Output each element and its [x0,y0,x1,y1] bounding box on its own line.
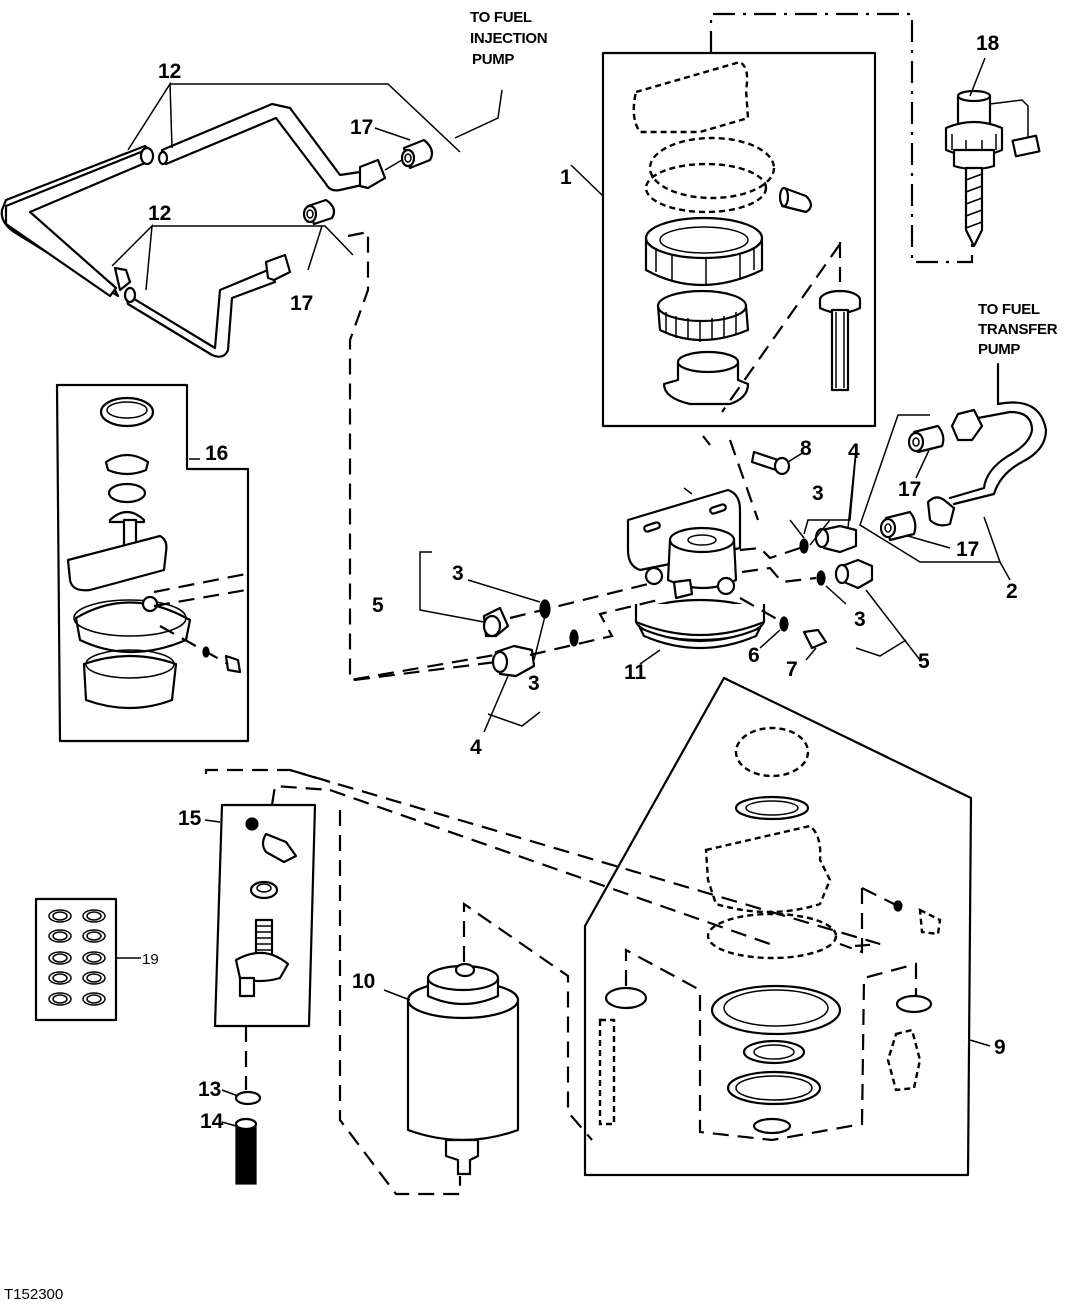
callout-16: 16 [205,442,228,465]
note-injection-pump: TO FUEL INJECTION PUMP [470,9,551,68]
callout-3-right-upper: 3 [812,482,824,505]
bolt-8 [750,450,791,476]
callout-3-left-upper: 3 [452,562,464,585]
box1-float-pin [818,289,862,392]
washer-3-left-lower [569,629,579,647]
ferrule-17-upper [400,138,434,170]
box1-bowl-cap [656,289,750,342]
figure-id: T152300 [4,1286,63,1303]
callout-17-right-upper: 17 [898,478,921,501]
box1-ghost-head [632,60,776,214]
fitting-4-left [491,644,536,678]
callout-1: 1 [560,166,572,189]
callout-5-left: 5 [372,594,384,617]
plug-5-left [482,606,510,638]
callout-9: 9 [994,1036,1006,1059]
kit-box-19 [34,897,118,1022]
callout-7: 7 [786,658,798,681]
callout-14: 14 [200,1110,224,1133]
callout-12-lower: 12 [148,202,171,225]
ferrule-17-right-upper [907,424,945,454]
box1-retaining-ring [644,216,764,287]
callout-2: 2 [1006,580,1018,603]
fuel-line-upper [0,102,403,298]
ferrule-17-lower [302,198,336,226]
callout-8: 8 [800,437,812,460]
fuel-line-lower [113,253,292,358]
kit16-parts [66,396,242,710]
leaders-fuel-lines [111,81,503,291]
spring-14 [234,1117,258,1185]
o-rings-19 [48,909,106,1006]
callout-3-right-lower: 3 [854,608,866,631]
callout-15: 15 [178,807,202,830]
callout-3-left-lower: 3 [528,672,540,695]
callout-19: 19 [142,951,159,968]
guide-box1-to-head [702,435,760,521]
fuel-line-2 [926,362,1048,527]
callout-5-right: 5 [918,650,930,673]
water-sensor-18 [944,89,1041,248]
kit-box-1 [601,51,877,428]
callout-6: 6 [748,644,760,667]
assembly-guide-line-left [347,230,496,682]
ferrule-17-right-lower [879,510,917,542]
washer-3-right-lower [816,570,826,586]
callout-4-right: 4 [848,440,860,463]
callout-12-upper: 12 [158,60,181,83]
kit-box-16 [55,383,250,743]
callout-18: 18 [976,32,1000,55]
guide-box1-inner [721,242,842,413]
callout-17-upper-left: 17 [350,116,373,139]
callout-11: 11 [624,661,647,684]
kit-box-15 [213,803,317,1028]
guide-kit15-to-head [204,768,331,806]
box1-drain-fitting [662,350,750,406]
washer-6 [779,616,789,632]
callout-17-right-lower: 17 [956,538,979,561]
plug-5-right [834,558,874,590]
seal-13 [234,1090,262,1106]
note-transfer-pump: TO FUEL TRANSFER PUMP [978,301,1061,358]
guide-box1-to-18 [709,12,974,264]
callout-17-lower-left: 17 [290,292,313,315]
box1-bleed-screw [778,186,813,214]
filter-head-11 [626,488,766,650]
washer-3-right-upper [799,538,809,554]
kit-box-9 [583,676,973,1177]
kit9-ghost-parts [598,726,942,1126]
kit15-parts [234,817,298,998]
kit9-seals [604,795,933,1135]
filter-element-10 [406,962,520,1176]
callout-10: 10 [352,970,375,993]
screw-7 [802,628,828,650]
callout-4-left: 4 [470,736,482,759]
callout-13: 13 [198,1078,221,1101]
